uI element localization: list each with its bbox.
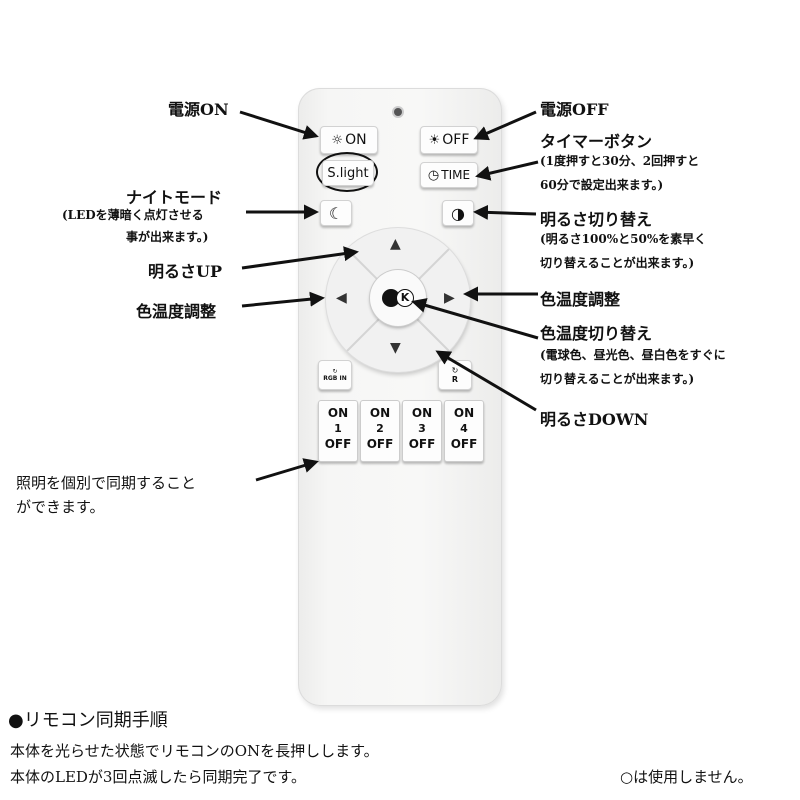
zone-2-button[interactable]: ON 2 OFF bbox=[360, 400, 400, 462]
sun-filled-icon: ☀ bbox=[428, 132, 441, 148]
label-brightness-switch-desc-1: (明るさ100%と50%を素早く bbox=[540, 232, 707, 246]
zone-3-button[interactable]: ON 3 OFF bbox=[402, 400, 442, 462]
label-power-off: 電源OFF bbox=[540, 100, 609, 119]
dpad-left-button[interactable]: ◀ bbox=[336, 290, 347, 306]
rgb-in-button[interactable]: ↻ RGB IN bbox=[318, 360, 352, 390]
label-timer-title: タイマーボタン bbox=[540, 132, 653, 151]
label-night-title: ナイトモード bbox=[126, 188, 223, 207]
brightness-switch-button[interactable]: ◑ bbox=[442, 200, 474, 226]
dpad-right-button[interactable]: ▶ bbox=[444, 290, 455, 306]
k-icon: K bbox=[396, 289, 414, 307]
dpad-down-button[interactable]: ▼ bbox=[390, 340, 401, 356]
zone-4-button[interactable]: ON 4 OFF bbox=[444, 400, 484, 462]
label-timer-desc-2: 60分で設定出来ます。) bbox=[540, 178, 664, 192]
cycle-arrows-icon: ↻ bbox=[332, 368, 338, 375]
unused-note: ○は使用しません。 bbox=[620, 768, 753, 786]
label-brightness-up: 明るさUP bbox=[148, 262, 222, 281]
label-color-temp-right: 色温度調整 bbox=[540, 290, 621, 309]
label-brightness-switch-title: 明るさ切り替え bbox=[540, 210, 653, 229]
sun-outline-icon: ☼ bbox=[331, 132, 344, 148]
brightness-icon: ◑ bbox=[451, 203, 465, 223]
label-sync-line-2: ができます。 bbox=[16, 498, 105, 516]
slight-button[interactable]: S.light bbox=[322, 160, 374, 186]
label-color-temp-left: 色温度調整 bbox=[136, 302, 217, 321]
zone-1-button[interactable]: ON 1 OFF bbox=[318, 400, 358, 462]
indicator-led bbox=[394, 108, 402, 116]
remote-control bbox=[298, 88, 502, 706]
color-temp-switch-button[interactable]: K bbox=[370, 270, 426, 326]
label-night-desc-2: 事が出来ます。) bbox=[126, 230, 209, 244]
label-timer-desc-1: (1度押すと30分、2回押すと bbox=[540, 154, 700, 168]
label-sync-line-1: 照明を個別で同期すること bbox=[16, 474, 197, 492]
power-on-button[interactable]: ☼ ON bbox=[320, 126, 378, 154]
label-color-switch-desc-2: 切り替えることが出来ます。) bbox=[540, 372, 695, 386]
label-color-switch-title: 色温度切り替え bbox=[540, 324, 653, 343]
clock-icon: ◷ bbox=[427, 167, 440, 183]
label-night-desc-1: (LEDを薄暗く点灯させる bbox=[62, 208, 204, 222]
sync-procedure-line-2: 本体のLEDが3回点滅したら同期完了です。 bbox=[10, 768, 306, 786]
label-power-on: 電源ON bbox=[168, 100, 229, 119]
sync-procedure-line-1: 本体を光らせた状態でリモコンのONを長押しします。 bbox=[10, 742, 379, 760]
sync-procedure-heading: ●リモコン同期手順 bbox=[8, 710, 168, 731]
dpad-up-button[interactable]: ▲ bbox=[390, 236, 401, 252]
slight-unused-circle bbox=[316, 152, 378, 192]
power-off-button[interactable]: ☀ OFF bbox=[420, 126, 478, 154]
timer-button[interactable]: ◷ TIME bbox=[420, 162, 478, 188]
label-color-switch-desc-1: (電球色、昼光色、昼白色をすぐに bbox=[540, 348, 726, 362]
label-brightness-switch-desc-2: 切り替えることが出来ます。) bbox=[540, 256, 695, 270]
recycle-arrows-icon: ↻ bbox=[451, 366, 459, 375]
label-brightness-down: 明るさDOWN bbox=[540, 410, 649, 429]
moon-icon bbox=[382, 289, 400, 307]
moon-star-icon: ☾ bbox=[328, 203, 344, 223]
night-mode-button[interactable]: ☾ bbox=[320, 200, 352, 226]
